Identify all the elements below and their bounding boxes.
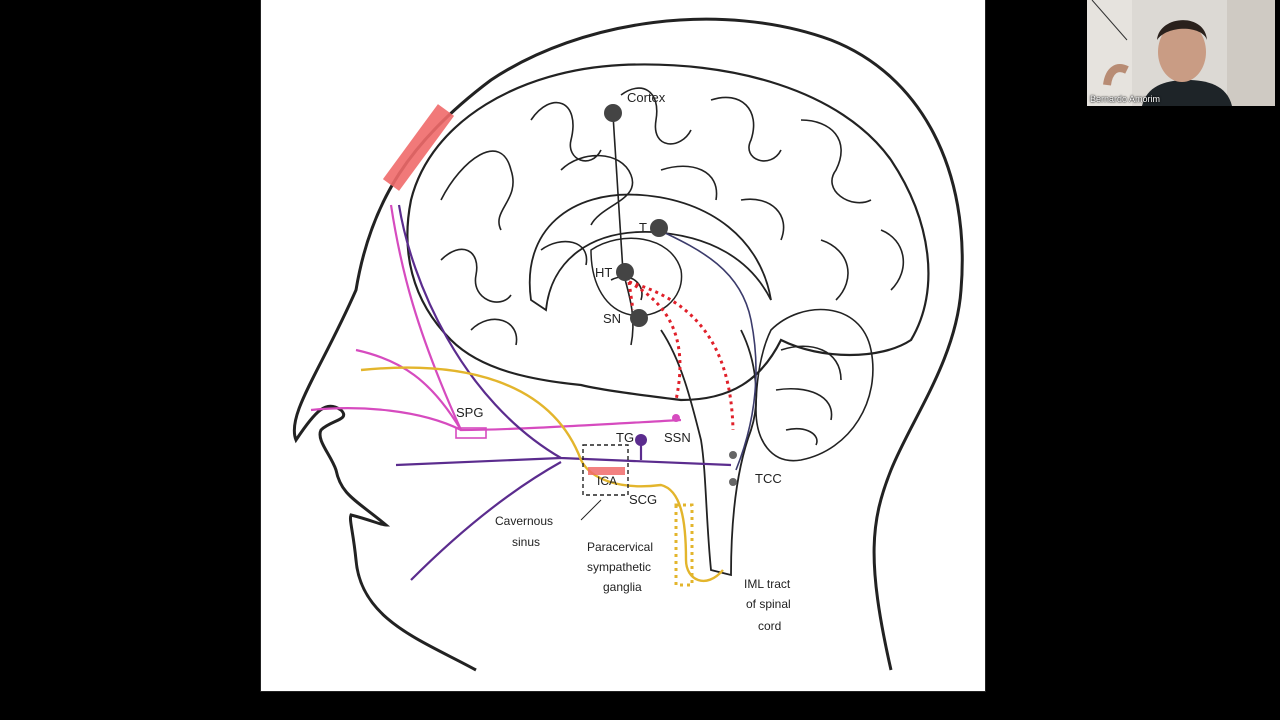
- label-cavernous-2: sinus: [512, 535, 540, 549]
- label-hypothalamus: HT: [595, 265, 612, 280]
- label-iml-3: cord: [758, 619, 781, 633]
- label-ssn: SSN: [664, 430, 691, 445]
- head-outline: [292, 17, 964, 672]
- label-ica: ICA: [597, 474, 617, 488]
- hypothalamic-projection: [628, 280, 682, 401]
- label-tcc: TCC: [755, 471, 782, 486]
- label-scg: SCG: [629, 492, 657, 507]
- participant-video-tile[interactable]: Bernardo Amorim: [1087, 0, 1275, 106]
- label-cavernous-1: Cavernous: [495, 514, 553, 528]
- head-anatomy-diagram: Cortex T HT SN SPG TG SSN ICA TCC SCG Ca…: [292, 17, 964, 672]
- pain-region-marker: [382, 104, 455, 191]
- substantia-nigra-node: [630, 309, 648, 327]
- cortex-node: [604, 104, 622, 122]
- label-iml-1: IML tract: [744, 577, 791, 591]
- label-tg: TG: [616, 430, 634, 445]
- participant-name: Bernardo Amorim: [1090, 94, 1161, 104]
- label-spg: SPG: [456, 405, 483, 420]
- brain-gyri: [440, 87, 905, 346]
- corpus-callosum: [528, 193, 772, 312]
- participant-video-frame: [1087, 0, 1275, 106]
- label-iml-2: of spinal: [746, 597, 791, 611]
- label-paracervical-2: sympathetic: [587, 560, 651, 574]
- label-paracervical-1: Paracervical: [587, 540, 653, 554]
- thalamus-outline: [590, 237, 683, 317]
- label-thalamus: T: [639, 220, 647, 235]
- presentation-slide: Cortex T HT SN SPG TG SSN ICA TCC SCG Ca…: [261, 0, 985, 691]
- label-sn: SN: [603, 311, 621, 326]
- brain-outline: [406, 63, 930, 402]
- hypothalamus-node: [616, 263, 634, 281]
- trigeminal-pathway: [397, 204, 732, 467]
- cerebellum: [755, 308, 874, 462]
- label-paracervical-3: ganglia: [603, 580, 642, 594]
- label-cortex: Cortex: [627, 90, 666, 105]
- thalamus-node: [650, 219, 668, 237]
